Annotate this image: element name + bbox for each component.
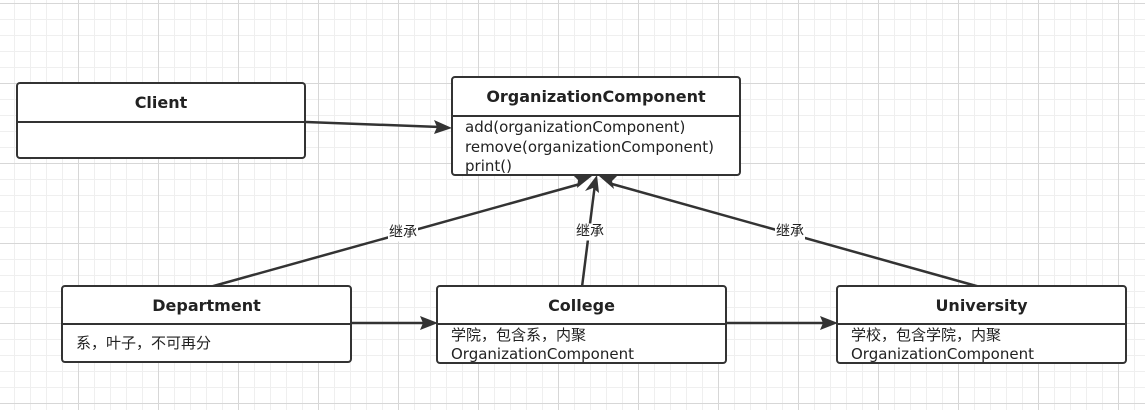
class-university-members: 学校，包含学院，内聚 OrganizationComponent bbox=[838, 325, 1125, 363]
method-add: add(organizationComponent) bbox=[465, 118, 686, 136]
department-description: 系，叶子，不可再分 bbox=[76, 334, 212, 352]
class-department[interactable]: Department 系，叶子，不可再分 bbox=[61, 285, 352, 363]
arrowhead-university-component bbox=[599, 175, 618, 189]
method-print: print() bbox=[465, 157, 512, 175]
university-description: 学校，包含学院，内聚 bbox=[851, 326, 1002, 344]
class-organization-component[interactable]: OrganizationComponent add(organizationCo… bbox=[451, 76, 741, 176]
college-aggregates: OrganizationComponent bbox=[451, 345, 634, 363]
label-inherit-university: 继承 bbox=[775, 223, 805, 241]
class-department-members: 系，叶子，不可再分 bbox=[63, 325, 350, 353]
arrowhead-department-component bbox=[572, 174, 592, 188]
label-inherit-college: 继承 bbox=[575, 223, 605, 241]
college-description: 学院，包含系，内聚 bbox=[451, 326, 587, 344]
class-university[interactable]: University 学校，包含学院，内聚 OrganizationCompon… bbox=[836, 285, 1127, 364]
class-college[interactable]: College 学院，包含系，内聚 OrganizationComponent bbox=[436, 285, 727, 364]
class-department-title: Department bbox=[63, 287, 350, 325]
method-remove: remove(organizationComponent) bbox=[465, 137, 715, 156]
arrowhead-college-to-university bbox=[820, 316, 838, 330]
edge-client-to-component[interactable] bbox=[305, 120, 441, 129]
arrowhead-client-to-component bbox=[434, 120, 452, 134]
class-college-title: College bbox=[438, 287, 725, 325]
class-college-members: 学院，包含系，内聚 OrganizationComponent bbox=[438, 325, 725, 363]
class-university-title: University bbox=[838, 287, 1125, 325]
label-inherit-department: 继承 bbox=[388, 224, 418, 242]
class-client-members bbox=[18, 123, 304, 124]
class-client[interactable]: Client bbox=[16, 82, 306, 159]
class-organization-component-methods: add(organizationComponent) remove(organi… bbox=[453, 117, 739, 175]
class-organization-component-title: OrganizationComponent bbox=[453, 78, 739, 117]
arrowhead-department-to-college bbox=[420, 316, 438, 330]
university-aggregates: OrganizationComponent bbox=[851, 345, 1034, 363]
arrowhead-college-component bbox=[585, 175, 599, 193]
class-client-title: Client bbox=[18, 84, 304, 123]
